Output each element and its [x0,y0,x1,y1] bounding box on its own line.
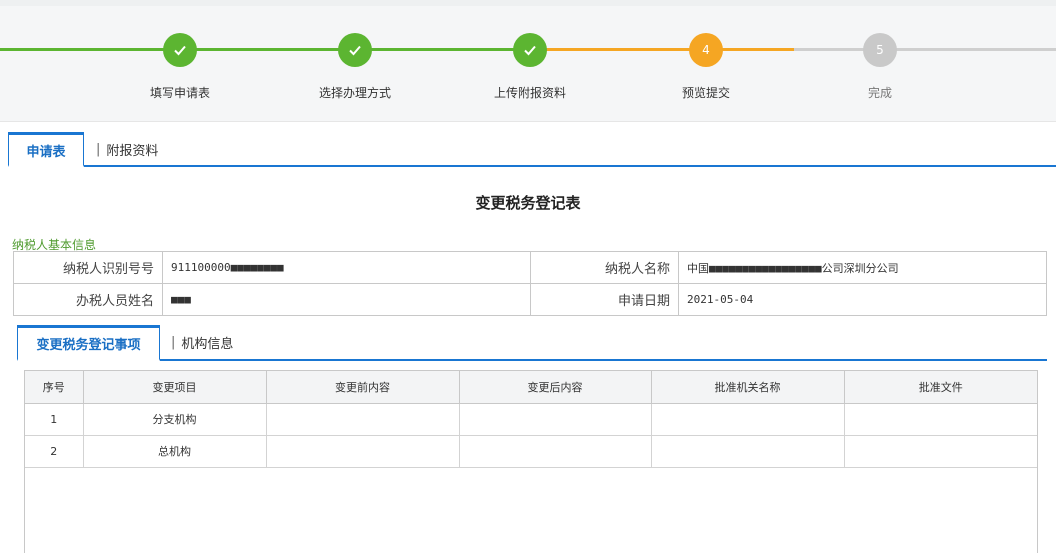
taxpayer-id-value: 911100000■■■■■■■■ [162,251,531,284]
sub-tab-bar: 变更税务登记事项 | 机构信息 [17,325,1047,361]
table-cell [650,402,845,436]
handler-name-value: ■■■ [162,283,531,316]
section-label: 纳税人基本信息 [12,238,97,252]
table-cell [458,434,652,468]
step-preview-submit: 4 预览提交 [626,33,786,101]
table-cell [843,434,1037,468]
table-cell: 2 [25,434,84,468]
form-title: 变更税务登记表 [475,194,581,212]
taxpayer-name-label: 纳税人名称 [530,251,679,284]
step-choose-method: 选择办理方式 [275,33,435,101]
check-icon [338,33,372,67]
step-label: 上传附报资料 [493,86,566,100]
table-cell [265,434,460,468]
tab-label: 机构信息 [181,337,234,352]
apply-date-value: 2021-05-04 [678,283,1047,316]
table-row[interactable]: 1 分支机构 [25,402,1037,436]
check-icon [513,33,547,67]
tab-application-form[interactable]: 申请表 [8,132,84,167]
table-cell [650,434,845,468]
tab-change-items[interactable]: 变更税务登记事项 [17,325,160,361]
tab-org-info[interactable]: | 机构信息 [171,325,233,360]
table-header-row: 序号 变更项目 变更前内容 变更后内容 批准机关名称 批准文件 [25,371,1037,404]
check-icon [163,33,197,67]
step-upload: 上传附报资料 [450,33,610,101]
tab-separator: | [96,142,101,157]
step-number: 4 [689,33,723,67]
stepper-track-todo [794,48,1056,51]
taxpayer-info-table: 纳税人识别号号 911100000■■■■■■■■ 纳税人名称 中国■■■■■■… [13,251,1047,316]
taxpayer-name-value: 中国■■■■■■■■■■■■■■■■■公司深圳分公司 [678,251,1047,284]
column-header: 批准文件 [843,371,1037,404]
stepper-track-active [530,48,794,51]
table-cell: 分支机构 [82,402,267,436]
change-items-grid: 序号 变更项目 变更前内容 变更后内容 批准机关名称 批准文件 1 分支机构 2… [24,370,1038,553]
tab-label: 附报资料 [106,144,159,159]
step-fill-form: 填写申请表 [100,33,260,101]
tab-attachments[interactable]: | 附报资料 [96,132,158,167]
tab-separator: | [171,335,176,350]
table-cell [843,402,1037,436]
step-complete: 5 完成 [800,33,960,101]
column-header: 序号 [25,371,84,404]
top-strip [0,0,1056,6]
step-label: 预览提交 [681,86,730,100]
table-cell [458,402,652,436]
step-label: 完成 [867,86,892,100]
step-number: 5 [863,33,897,67]
table-cell: 1 [25,402,84,436]
column-header: 变更前内容 [265,371,460,404]
handler-name-label: 办税人员姓名 [13,283,163,316]
apply-date-label: 申请日期 [530,283,679,316]
stepper-track-done [0,48,530,51]
taxpayer-id-label: 纳税人识别号号 [13,251,163,284]
main-tab-bar: 申请表 | 附报资料 [8,132,1056,167]
table-row[interactable]: 2 总机构 [25,434,1037,468]
column-header: 批准机关名称 [650,371,845,404]
step-label: 选择办理方式 [318,86,391,100]
step-label: 填写申请表 [149,86,210,100]
progress-stepper: 填写申请表 选择办理方式 上传附报资料 4 预览提交 5 完成 [0,0,1056,122]
table-cell [265,402,460,436]
table-cell: 总机构 [82,434,267,468]
column-header: 变更项目 [82,371,267,404]
column-header: 变更后内容 [458,371,652,404]
